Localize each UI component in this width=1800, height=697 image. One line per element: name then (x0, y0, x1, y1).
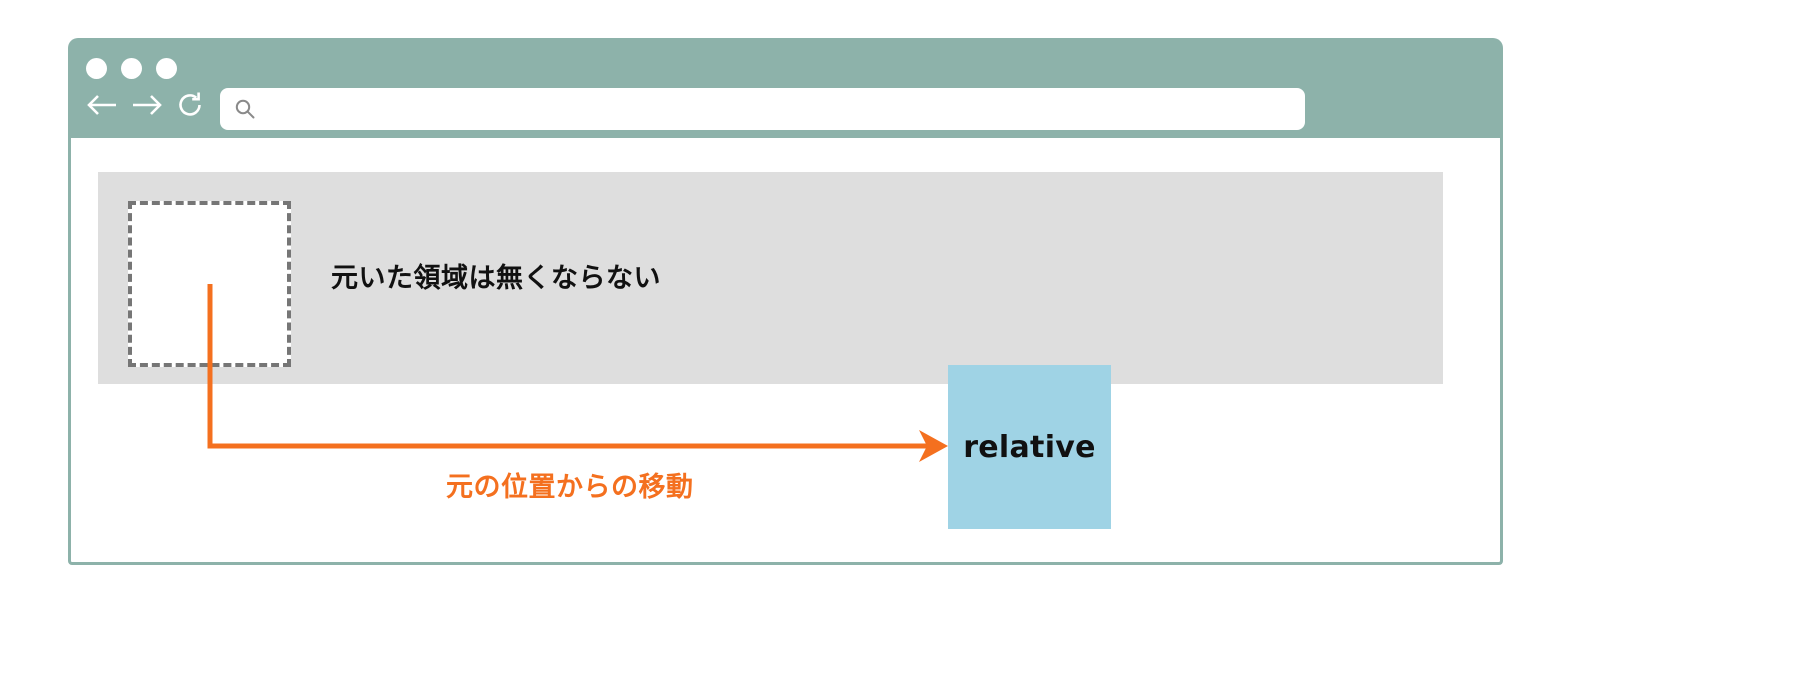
relative-positioned-box: relative (948, 365, 1111, 529)
static-flow-region (98, 172, 1443, 384)
maximize-dot-icon[interactable] (156, 58, 177, 79)
page-viewport: 元いた領域は無くならない relative 元の位置からの移動 (68, 138, 1503, 565)
forward-arrow-icon[interactable] (130, 90, 164, 120)
browser-chrome (68, 38, 1503, 138)
address-input[interactable] (256, 87, 1305, 131)
relative-box-label: relative (963, 429, 1096, 465)
close-dot-icon[interactable] (86, 58, 107, 79)
search-icon (234, 98, 256, 120)
browser-nav-icons (85, 90, 205, 120)
minimize-dot-icon[interactable] (121, 58, 142, 79)
original-position-placeholder (128, 201, 291, 367)
static-region-note: 元いた領域は無くならない (331, 263, 661, 294)
browser-window-mockup: 元いた領域は無くならない relative 元の位置からの移動 (68, 38, 1503, 565)
movement-caption: 元の位置からの移動 (446, 472, 694, 503)
back-arrow-icon[interactable] (85, 90, 119, 120)
address-bar[interactable] (220, 87, 1305, 131)
reload-icon[interactable] (175, 90, 205, 120)
window-controls (86, 58, 177, 79)
